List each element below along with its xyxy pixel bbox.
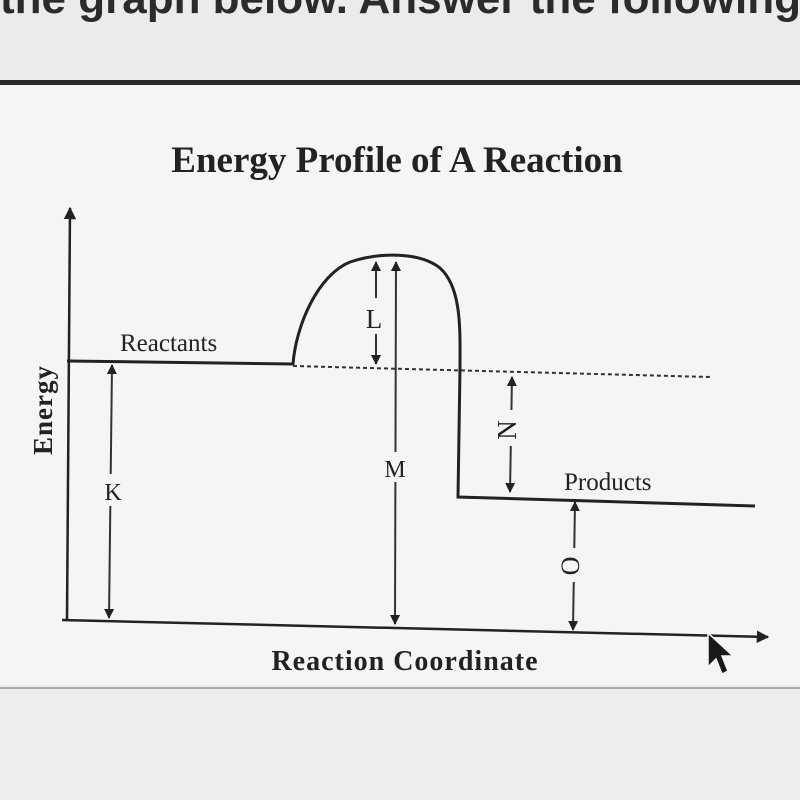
cut-off-question-text: the graph below. Answer the following (0, 0, 800, 24)
arrow-n-label-gap (498, 410, 524, 446)
diagram-title: Energy Profile of A Reaction (171, 140, 623, 181)
label-n: N (492, 420, 522, 440)
reactant-level-dashed-line (292, 365, 711, 378)
products-label: Products (564, 469, 652, 496)
arrow-l-label-gap (362, 298, 390, 334)
arrow-k-label-gap (100, 474, 120, 506)
arrow-m-label-gap (380, 452, 410, 482)
label-m: M (384, 457, 405, 483)
mouse-cursor-icon (707, 631, 735, 676)
bottom-divider (0, 687, 800, 689)
x-axis-label: Reaction Coordinate (271, 646, 538, 677)
reactants-label: Reactants (120, 330, 217, 357)
label-k: K (104, 480, 122, 506)
top-strip: the graph below. Answer the following (0, 0, 800, 80)
y-axis-label: Energy (28, 365, 58, 455)
below-area (0, 689, 800, 800)
energy-curve (66, 253, 756, 508)
y-axis (63, 206, 77, 621)
x-axis (61, 618, 770, 643)
arrow-m (390, 261, 401, 625)
label-l: L (366, 304, 383, 334)
label-o: O (556, 557, 585, 576)
top-divider (0, 80, 800, 85)
arrow-o-label-gap (562, 548, 586, 582)
